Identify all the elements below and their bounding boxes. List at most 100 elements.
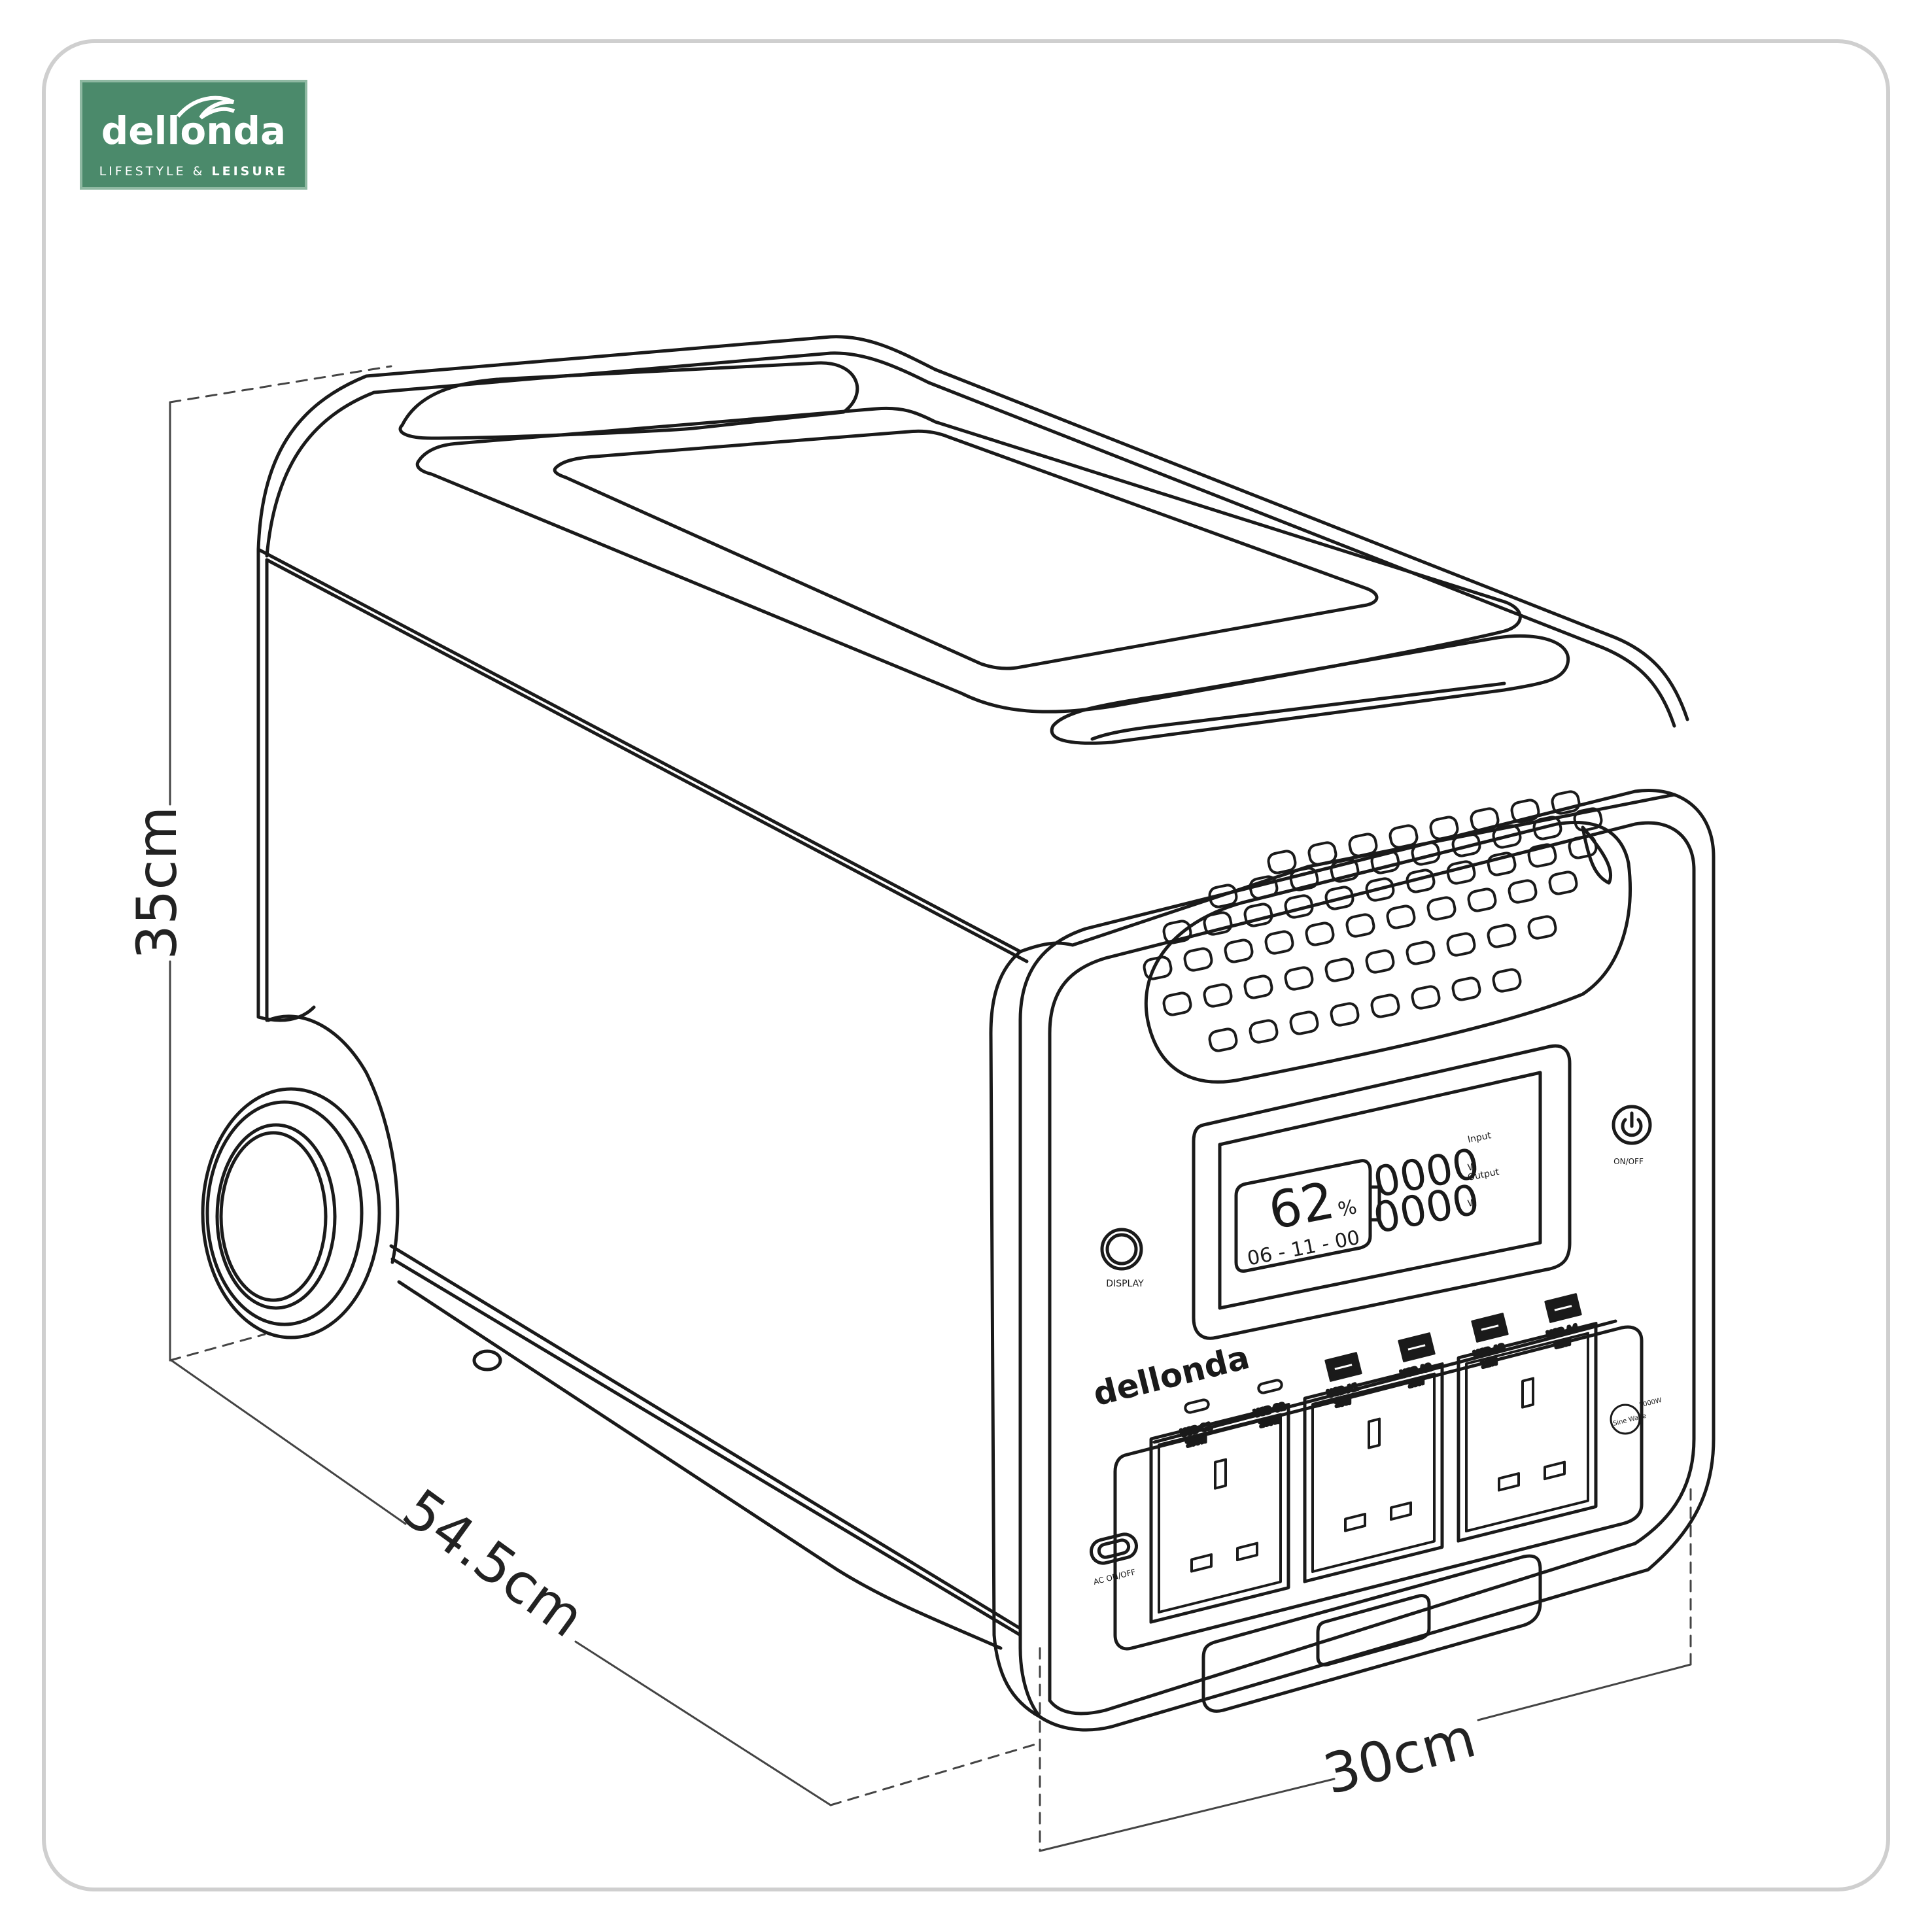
socket-earth-pin-hole <box>1521 1377 1534 1409</box>
vent-hole <box>1527 843 1557 868</box>
image-frame <box>42 39 1890 1891</box>
display-button-label: DISPLAY <box>1106 1279 1144 1289</box>
depth-line-upper <box>170 1359 407 1525</box>
vent-hole <box>1208 884 1238 908</box>
height-top-guide <box>169 365 392 404</box>
wheel-outer-rim <box>201 1087 381 1339</box>
vent-hole <box>1470 807 1500 832</box>
vent-hole <box>1330 858 1360 883</box>
width-line-left <box>1039 1778 1336 1852</box>
vent-grille-lip <box>1581 825 1613 885</box>
top-inner-edge <box>265 351 1676 728</box>
vent-hole <box>1289 867 1319 891</box>
power-button-label: ON/OFF <box>1613 1157 1644 1166</box>
height-dimension-label: 35cm <box>125 806 189 960</box>
rear-foot <box>472 1349 502 1371</box>
vent-hole <box>1305 922 1335 946</box>
lcd-battery-outline <box>1234 1159 1372 1273</box>
vent-hole <box>1551 790 1581 815</box>
height-bottom-guide <box>169 1333 266 1362</box>
bottom-cover <box>1201 1554 1542 1713</box>
socket-neutral-pin-hole <box>1390 1501 1412 1521</box>
vent-hole <box>1389 824 1419 849</box>
usb-a-tongue <box>1477 1320 1502 1335</box>
vent-hole <box>1406 940 1436 965</box>
ac-socket[interactable] <box>1149 1403 1290 1624</box>
lid-outer-panel <box>415 406 1522 714</box>
ac-socket[interactable] <box>1303 1362 1444 1583</box>
depth-front-guide <box>829 1742 1041 1806</box>
socket-faceplate <box>1465 1332 1589 1533</box>
lcd-bezel <box>1192 1044 1572 1340</box>
top-side-seam-inner <box>265 558 1029 963</box>
vent-hole <box>1573 807 1603 832</box>
wheel-hub-outer <box>215 1123 337 1310</box>
wheel-tire-inner <box>205 1100 364 1326</box>
vent-hole <box>1203 983 1233 1008</box>
device-logo: dellonda <box>1090 1338 1253 1413</box>
socket-earth-pin-hole <box>1214 1458 1227 1490</box>
vent-hole <box>1203 911 1233 936</box>
vent-hole <box>1411 985 1441 1010</box>
bottom-cover-handle[interactable] <box>1316 1594 1431 1666</box>
width-line-right <box>1477 1663 1692 1721</box>
vent-hole <box>1370 993 1400 1018</box>
ac-socket[interactable] <box>1457 1322 1598 1543</box>
lcd-input-unit: W <box>1467 1162 1478 1173</box>
badge-tagline: LIFESTYLE & LEISURE <box>99 164 288 179</box>
vent-hole <box>1324 886 1354 910</box>
vent-hole <box>1365 877 1395 902</box>
front-face-inner <box>1048 821 1696 1716</box>
ac-button[interactable] <box>1089 1532 1139 1566</box>
vent-hole <box>1162 992 1192 1016</box>
vent-hole <box>1406 869 1436 893</box>
socket-neutral-pin-hole <box>1236 1542 1258 1562</box>
vent-hole <box>1386 905 1416 929</box>
vent-hole <box>1249 1019 1279 1044</box>
vent-hole <box>1348 833 1378 857</box>
badge-tagline-bold: LEISURE <box>212 164 288 179</box>
socket-neutral-pin-hole <box>1544 1460 1566 1481</box>
rear-handle-recess <box>398 361 859 440</box>
lcd-battery-terminal <box>1368 1185 1381 1222</box>
socket-frame <box>1303 1362 1444 1583</box>
vent-hole <box>1183 947 1213 972</box>
vent-hole <box>1568 835 1598 859</box>
vent-hole <box>1143 956 1173 980</box>
socket-earth-pin-hole <box>1368 1417 1381 1449</box>
usb-c-slot <box>1257 1379 1283 1394</box>
socket-frame <box>1457 1322 1598 1543</box>
vent-hole <box>1492 968 1522 993</box>
vent-hole <box>1289 1010 1319 1035</box>
vent-hole <box>1330 1002 1360 1027</box>
usb-a-tongue <box>1331 1360 1356 1374</box>
vent-hole <box>1548 871 1578 895</box>
side-bottom-edge-inner <box>389 1244 1022 1630</box>
front-handle-grip <box>1090 681 1506 741</box>
vent-holes <box>1143 790 1603 1052</box>
badge-brand-name: dellonda <box>101 109 286 153</box>
display-button[interactable] <box>1100 1228 1143 1271</box>
side-bottom-edge <box>390 1257 1022 1637</box>
side-front-edge <box>989 950 1042 1719</box>
vent-hole <box>1365 949 1395 974</box>
vent-hole <box>1243 903 1273 927</box>
vent-hole <box>1224 939 1254 963</box>
socket-live-pin-hole <box>1498 1472 1520 1492</box>
lcd-percent-sign: % <box>1336 1196 1359 1222</box>
badge-tagline-light: LIFESTYLE & <box>99 164 212 179</box>
vent-hole <box>1527 915 1557 940</box>
vent-hole <box>1345 913 1375 938</box>
top-outer-edge <box>256 335 1689 721</box>
power-button[interactable] <box>1612 1105 1652 1145</box>
base-skirt-line <box>397 1280 1003 1650</box>
ac-button-inner <box>1097 1538 1131 1559</box>
display-button-inner <box>1105 1233 1138 1266</box>
vent-hole <box>1264 930 1294 955</box>
top-side-seam-outer <box>256 547 1022 954</box>
vent-hole <box>1532 816 1562 840</box>
badge-background <box>80 80 307 190</box>
depth-line-lower <box>574 1640 832 1806</box>
vent-hole <box>1411 841 1441 866</box>
front-face-outer <box>1018 789 1716 1732</box>
